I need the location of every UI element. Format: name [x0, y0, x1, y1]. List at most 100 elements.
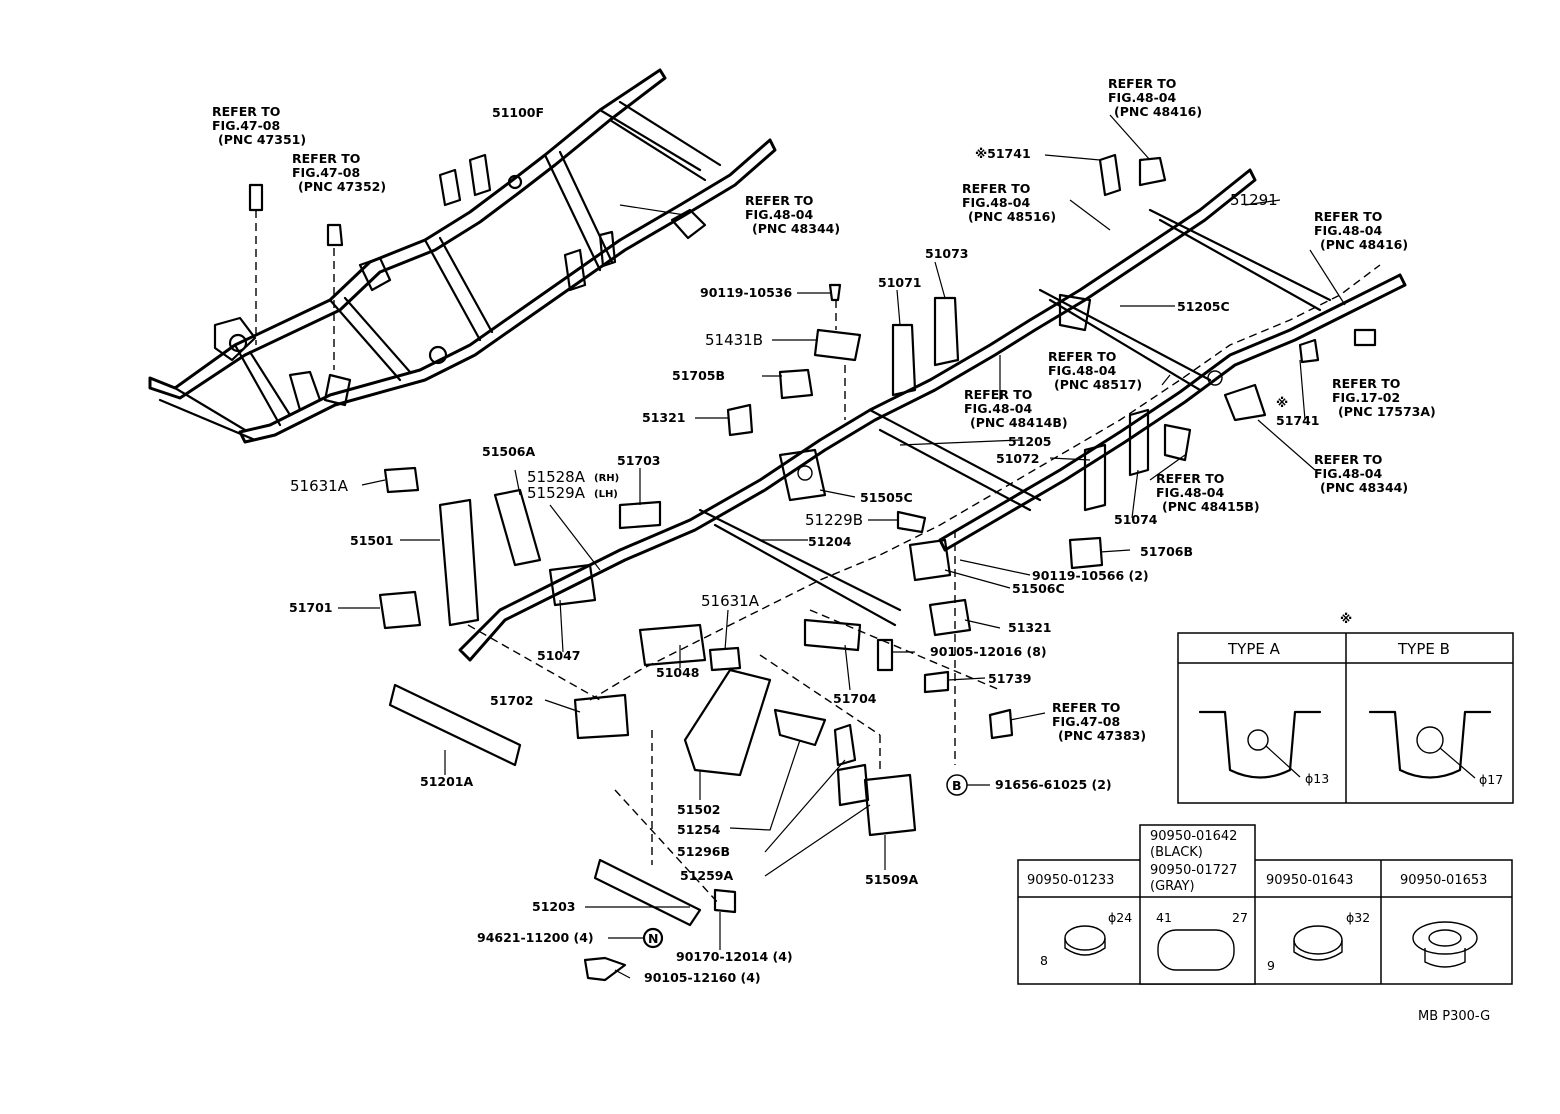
plug-h2d: (GRAY)	[1150, 879, 1195, 894]
ref-48516-line2: FIG.48-04	[962, 195, 1030, 210]
label-51631A-b: 51631A	[701, 592, 760, 610]
part-17573A	[1353, 328, 1377, 347]
label-51047: 51047	[537, 648, 581, 663]
part-51073	[933, 296, 960, 367]
label-51291: 51291	[1230, 191, 1278, 209]
part-51501	[438, 498, 480, 627]
plug-3-height: 9	[1267, 958, 1275, 973]
label-51296B: 51296B	[677, 844, 730, 859]
ref-48516-line3: (PNC 48516)	[968, 209, 1056, 224]
label-51073: 51073	[925, 246, 969, 261]
label-94621-11200: 94621-11200 (4)	[477, 930, 594, 945]
part-51702	[573, 693, 630, 740]
plug-h1: 90950-01233	[1027, 873, 1114, 888]
part-51741-b	[1298, 338, 1320, 364]
part-51631A-a	[383, 466, 420, 494]
label-51071: 51071	[878, 275, 922, 290]
ref-47383-line1: REFER TO	[1052, 700, 1120, 715]
part-51071	[891, 323, 917, 397]
part-48416-top	[1138, 156, 1167, 187]
ref-48344-top-line3: (PNC 48344)	[752, 221, 840, 236]
ref-17573A-line1: REFER TO	[1332, 376, 1400, 391]
part-labels: REFER TO FIG.47-08 (PNC 47351) REFER TO …	[212, 76, 1436, 985]
label-51072: 51072	[996, 451, 1040, 466]
part-51296B	[833, 723, 857, 767]
label-51631A-a: 51631A	[290, 477, 349, 495]
part-51739	[923, 670, 950, 694]
label-51529A-lh: (LH)	[594, 489, 618, 500]
ref-47351-line1: REFER TO	[212, 104, 280, 119]
part-90105-12160	[583, 956, 627, 982]
ref-48416-right-line1: REFER TO	[1314, 209, 1382, 224]
plug-h2b: (BLACK)	[1150, 845, 1203, 860]
ref-47383-line3: (PNC 47383)	[1058, 728, 1146, 743]
part-51201A	[388, 683, 522, 767]
part-51229B	[896, 510, 927, 534]
label-51528A-rh: (RH)	[594, 473, 619, 484]
main-frame	[458, 168, 1407, 701]
label-51203: 51203	[532, 899, 576, 914]
part-51254	[773, 708, 827, 747]
type-a-header: TYPE A	[1227, 640, 1281, 658]
ref-47352-line2: FIG.47-08	[292, 165, 360, 180]
part-51321-a	[726, 403, 754, 437]
plug-1-height: 8	[1040, 953, 1048, 968]
label-90119-10536: 90119-10536	[700, 285, 792, 300]
label-51502: 51502	[677, 802, 721, 817]
guide-lines	[255, 210, 1001, 906]
plug-2-height: 27	[1232, 910, 1248, 925]
label-90119-10566: 90119-10566 (2)	[1032, 568, 1149, 583]
label-51254: 51254	[677, 822, 721, 837]
part-51203	[593, 858, 702, 927]
label-91656-61025: 91656-61025 (2)	[995, 777, 1112, 792]
label-51204: 51204	[808, 534, 852, 549]
plug-2-width: 41	[1156, 910, 1172, 925]
part-51431B	[813, 328, 862, 362]
part-51505C	[778, 448, 827, 502]
part-51502	[683, 668, 772, 777]
leader-lines	[338, 114, 1346, 979]
part-48415B	[1163, 423, 1192, 462]
part-47383	[988, 708, 1014, 740]
ref-47352-line1: REFER TO	[292, 151, 360, 166]
ref-47351-line2: FIG.47-08	[212, 118, 280, 133]
label-51048: 51048	[656, 665, 700, 680]
diagram-code: MB P300-G	[1418, 1009, 1490, 1024]
plug-1-dia: ϕ24	[1108, 910, 1132, 925]
label-51321-b: 51321	[1008, 620, 1052, 635]
part-47351	[248, 183, 264, 212]
label-51259A: 51259A	[680, 868, 733, 883]
part-51072	[1083, 443, 1107, 512]
ref-48416-top-line1: REFER TO	[1108, 76, 1176, 91]
plug-2-shape	[1157, 929, 1235, 971]
part-51703	[618, 500, 662, 530]
type-table-mark: ※	[1340, 611, 1352, 626]
label-51701: 51701	[289, 600, 333, 615]
plug-h3: 90950-01643	[1266, 873, 1353, 888]
ref-48344-right-line2: FIG.48-04	[1314, 466, 1382, 481]
marker-b: B	[952, 778, 962, 793]
ref-48517-line3: (PNC 48517)	[1054, 377, 1142, 392]
ref-48414B-line3: (PNC 48414B)	[970, 415, 1068, 430]
part-51741-top	[1098, 153, 1122, 197]
ref-48344-top-line1: REFER TO	[745, 193, 813, 208]
label-51506A: 51506A	[482, 444, 535, 459]
type-b-dim: ϕ17	[1479, 772, 1503, 787]
label-51741-top: ※51741	[975, 146, 1031, 161]
plug-table: 90950-01233 90950-01642 (BLACK) 90950-01…	[1017, 824, 1513, 985]
label-51321-a: 51321	[642, 410, 686, 425]
part-48344-top	[670, 208, 707, 240]
ref-47383-line2: FIG.47-08	[1052, 714, 1120, 729]
label-51705B: 51705B	[672, 368, 725, 383]
ref-48344-right-line3: (PNC 48344)	[1320, 480, 1408, 495]
ref-48416-right-line3: (PNC 48416)	[1320, 237, 1408, 252]
ref-48416-top-line3: (PNC 48416)	[1114, 104, 1202, 119]
label-51506C: 51506C	[1012, 581, 1065, 596]
part-47352	[326, 223, 344, 247]
label-51528A: 51528A	[527, 468, 586, 486]
part-51704	[803, 618, 862, 652]
label-51205: 51205	[1008, 434, 1052, 449]
part-51506C	[908, 538, 952, 582]
part-glyphs	[248, 153, 1377, 982]
clip-type-b	[1368, 710, 1492, 779]
